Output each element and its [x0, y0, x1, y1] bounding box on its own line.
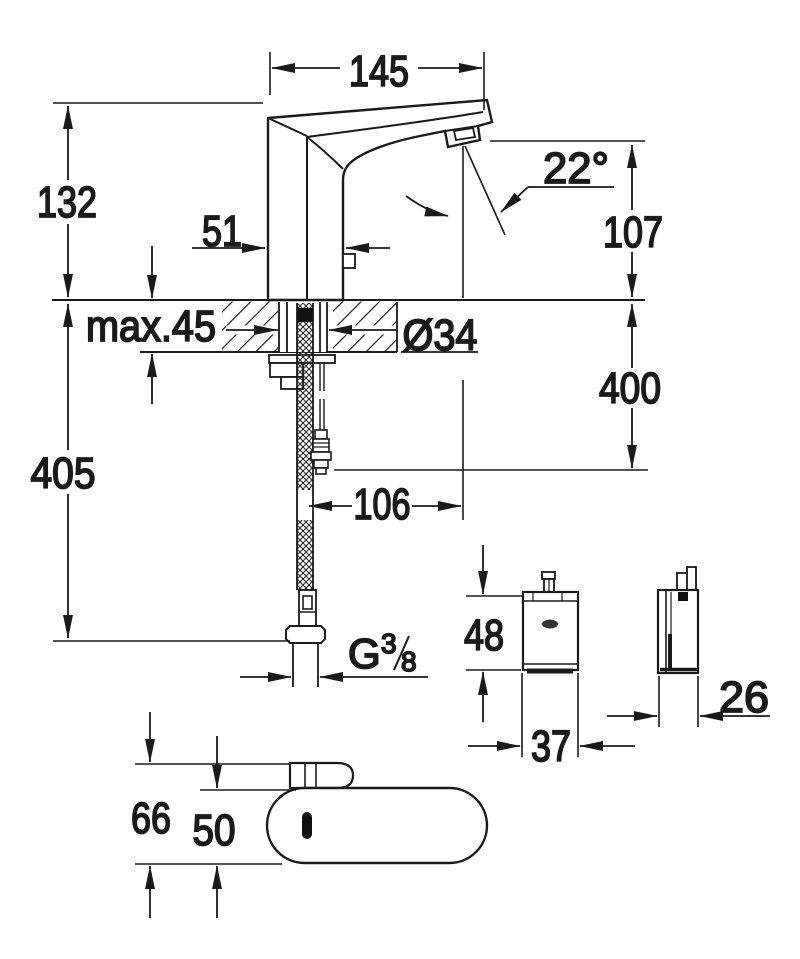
dim-thread-denominator-label: 8 — [401, 646, 417, 677]
dim-spout-reach: 145 — [269, 46, 485, 110]
faucet-shoulder-curve — [306, 136, 344, 170]
dim-thread-size: G 3 8 — [240, 627, 428, 682]
box-front-outline — [521, 590, 580, 672]
sensor-cable — [310, 363, 332, 475]
dim-hole-diameter: Ø34 — [226, 310, 478, 361]
dim-145-extensions — [269, 52, 485, 110]
threaded-shank — [278, 302, 328, 352]
hose-union-nut — [285, 625, 326, 644]
control-box-front-view — [521, 571, 580, 674]
dim-body-depth: 51 — [192, 206, 390, 257]
box-front-ticks — [532, 592, 563, 601]
dim-body-depth-label: 51 — [202, 207, 242, 256]
aerator-outlet — [452, 126, 477, 142]
plug-neck — [314, 429, 328, 440]
dim-topview-total-depth-label: 66 — [131, 794, 171, 843]
dim-hose-offset-label: 106 — [354, 480, 411, 529]
plug-ribs — [312, 438, 330, 453]
dim-spray-angle: 22° — [405, 143, 614, 298]
dim-topview-total-depth: 66 — [130, 712, 289, 918]
dim-spray-angle-label: 22° — [543, 144, 609, 193]
dim-supply-length-label: 405 — [31, 449, 96, 498]
dim-spout-top-height-label: 132 — [37, 178, 97, 227]
side-nipple-right — [686, 566, 697, 591]
dim-hose-length: 400 — [334, 303, 662, 471]
box-nipple-top — [541, 571, 556, 580]
dim-supply-length: 405 — [30, 303, 290, 642]
faucet-top-ridge — [306, 111, 484, 138]
dim-topview-body-depth: 50 — [192, 736, 296, 918]
aerator-top-edge — [444, 125, 479, 132]
sensor-window-tab — [342, 253, 356, 269]
dim-hose-length-label: 400 — [599, 364, 661, 413]
brand-logo — [542, 619, 558, 629]
dim-box-width-label: 37 — [531, 722, 571, 771]
hose-top-fitting — [297, 308, 313, 322]
top-view-spout — [288, 761, 355, 790]
dim-thread-prefix-label: G — [348, 630, 381, 677]
dim-box-depth-label: 26 — [719, 673, 769, 722]
hose-braid-lower — [297, 520, 313, 590]
dim-box-depth: 26 — [607, 672, 770, 727]
plug-body — [313, 459, 329, 469]
dim-22-leader-arrow — [500, 186, 529, 213]
box-side-dark-detail — [678, 592, 688, 601]
dim-hole-diameter-label: Ø34 — [403, 311, 478, 360]
top-view-spout-lines — [304, 763, 317, 788]
cable-lines — [319, 363, 325, 430]
box-side-outline — [656, 588, 700, 675]
dim-thread-numerator-label: 3 — [381, 628, 397, 659]
top-view-sensor-window — [302, 812, 312, 839]
dim-spout-top-height: 132 — [36, 102, 263, 298]
dim-26-extensions — [658, 676, 699, 727]
plug-rib-lines — [313, 442, 329, 448]
dim-deck-thickness-label: max.45 — [86, 302, 216, 351]
dim-spout-reach-label: 145 — [349, 47, 409, 96]
hose-fitting-slot — [302, 595, 313, 610]
faucet-front-view — [266, 98, 494, 302]
top-view-body — [265, 786, 489, 865]
spray-angle-line — [464, 145, 506, 236]
faucet-chamfer-edge — [267, 117, 308, 137]
dim-37-extensions — [521, 673, 579, 757]
dim-outlet-height-label: 107 — [603, 208, 663, 257]
dim-topview-body-depth-label: 50 — [193, 806, 236, 855]
plug-tip — [315, 467, 327, 475]
connection-pipe — [292, 643, 319, 687]
dim-hose-offset: 106 — [308, 380, 464, 530]
dim-g38-fraction-slash — [393, 635, 410, 671]
dim-box-height: 48 — [463, 545, 522, 722]
dim-box-width: 37 — [468, 673, 635, 772]
control-box-side-view — [656, 566, 700, 675]
dim-deck-thickness: max.45 — [85, 246, 217, 404]
dim-48-references — [466, 595, 522, 671]
dim-box-height-label: 48 — [464, 611, 504, 660]
sensor-activation-arrow — [405, 195, 449, 217]
supply-hose — [285, 303, 326, 687]
hose-braid-upper — [297, 303, 313, 490]
faucet-top-view — [265, 761, 489, 865]
dim-outlet-height: 107 — [490, 140, 664, 298]
plug-flange — [310, 451, 332, 461]
